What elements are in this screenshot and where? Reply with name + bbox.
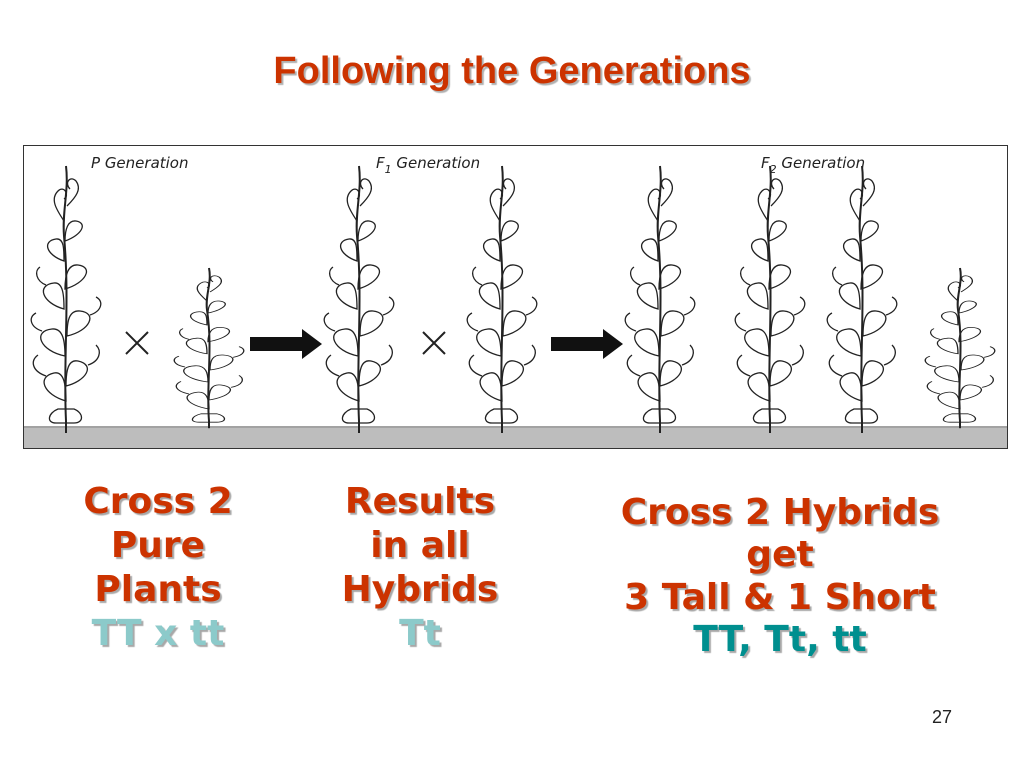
f1-generation-label: F1 Generation [376, 154, 480, 176]
caption-line: 3 Tall & 1 Short [624, 576, 936, 618]
generations-figure: P Generation F1 Generation F2 Generation [23, 145, 1008, 449]
pure-plants-caption: Cross 2 Pure Plants TT x tt [38, 480, 278, 656]
pea-plant-icon [173, 267, 245, 430]
pea-plant-icon [624, 165, 696, 434]
pea-plant-icon [924, 267, 996, 430]
slide-title: Following the Generations [273, 50, 751, 92]
arrow-right-icon [551, 329, 623, 359]
hybrids-caption: Results in all Hybrids Tt [300, 480, 540, 656]
genotype-tt-hybrid: Tt [399, 612, 441, 654]
f2-result-caption: Cross 2 Hybrids get 3 Tall & 1 Short TT,… [555, 492, 1005, 662]
cross-symbol-icon [422, 331, 446, 355]
genotype-f2-list: TT, Tt, tt [693, 619, 867, 661]
caption-line: Cross 2 [83, 481, 233, 522]
caption-line: get [746, 534, 814, 576]
pea-plant-icon [30, 165, 102, 434]
f2-generation-label: F2 Generation [761, 154, 865, 176]
pea-plant-icon [466, 165, 538, 434]
pea-plant-icon [826, 165, 898, 434]
caption-line: in all [370, 524, 470, 566]
cross-symbol-icon [125, 331, 149, 355]
pea-plant-icon [323, 165, 395, 434]
ground [24, 426, 1007, 448]
page-number: 27 [932, 707, 953, 727]
caption-line: Results [344, 481, 496, 522]
p-generation-label: P Generation [91, 154, 189, 172]
caption-line: Plants [94, 568, 222, 610]
genotype-tt-x-tt: TT x tt [91, 612, 225, 654]
caption-line: Pure [110, 524, 206, 566]
caption-line: Cross 2 Hybrids [620, 492, 940, 533]
caption-line: Hybrids [341, 568, 499, 610]
arrow-right-icon [250, 329, 322, 359]
pea-plant-icon [734, 165, 806, 434]
